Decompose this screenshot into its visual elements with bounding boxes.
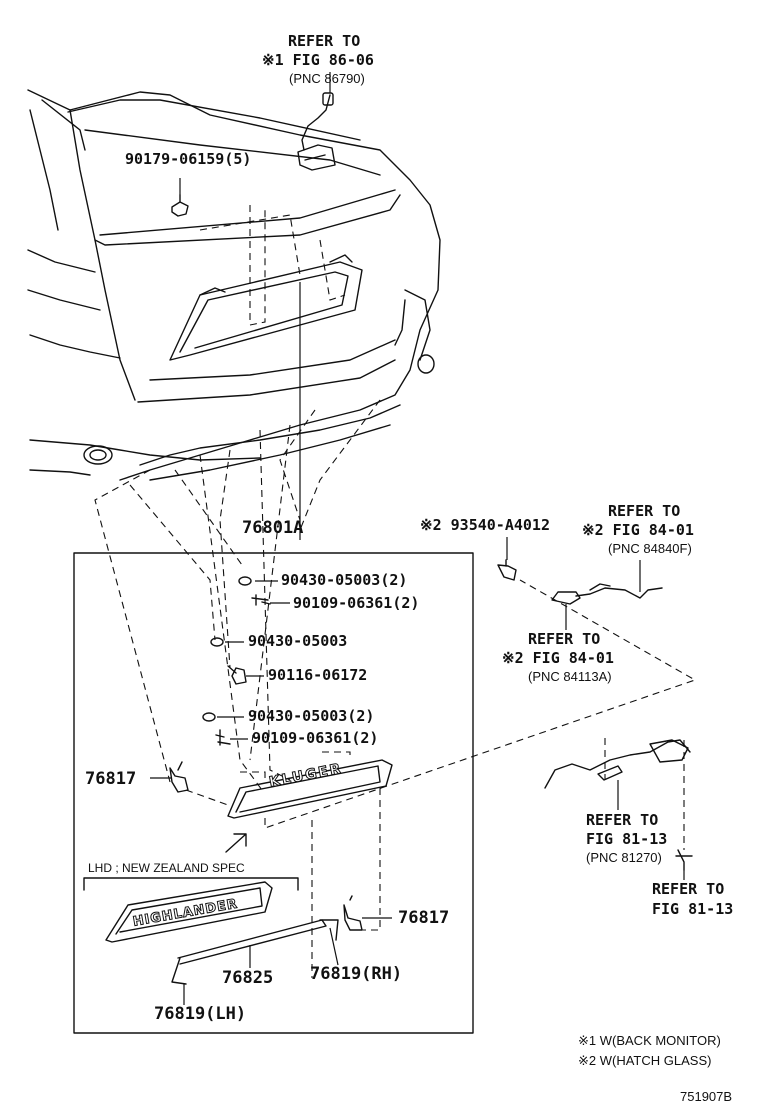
kluger-emblem-shape bbox=[227, 759, 393, 819]
part-90430-c-label: 90430-05003(2) bbox=[248, 707, 375, 725]
ref-top-pnc: (PNC 86790) bbox=[289, 71, 365, 86]
ref-right-bottom-line1: REFER TO bbox=[652, 880, 725, 898]
footnote-1: ※1 W(BACK MONITOR) bbox=[578, 1033, 721, 1048]
back-monitor-camera bbox=[297, 92, 336, 171]
ref-top-line2: ※1 FIG 86-06 bbox=[262, 51, 374, 69]
assembly-box bbox=[73, 552, 474, 1034]
part-90179-label: 90179-06159(5) bbox=[125, 150, 252, 168]
license-lamp-harness bbox=[544, 739, 693, 871]
clip-90179-icon bbox=[171, 194, 189, 217]
part-76819-lh-label: 76819(LH) bbox=[154, 1004, 247, 1024]
ref-top-line1: REFER TO bbox=[288, 32, 361, 50]
figure-id: 751907B bbox=[680, 1089, 733, 1104]
ref-right-mid-line1: REFER TO bbox=[528, 630, 601, 648]
lhd-spec-note: LHD ; NEW ZEALAND SPEC bbox=[88, 861, 245, 875]
license-plate-recess bbox=[169, 254, 363, 361]
ref-right-low-line1: REFER TO bbox=[586, 811, 659, 829]
vehicle-rear-outline bbox=[27, 89, 441, 481]
part-90109-a-label: 90109-06361(2) bbox=[293, 594, 420, 612]
ref-right-low-pnc: (PNC 81270) bbox=[586, 850, 662, 865]
part-76817-right-label: 76817 bbox=[398, 908, 450, 928]
ref-right-low-line2: FIG 81-13 bbox=[586, 830, 668, 848]
ref-right-mid-pnc: (PNC 84113A) bbox=[528, 669, 612, 684]
part-76825-label: 76825 bbox=[222, 968, 274, 988]
ref-right-mid-line2: ※2 FIG 84-01 bbox=[502, 649, 614, 667]
part-90109-b-label: 90109-06361(2) bbox=[252, 729, 379, 747]
hatch-glass-harness bbox=[497, 559, 663, 605]
molding-76825-shape bbox=[171, 919, 339, 985]
part-90430-a-label: 90430-05003(2) bbox=[281, 571, 408, 589]
small-parts bbox=[169, 576, 363, 931]
lhd-bracket bbox=[83, 877, 299, 891]
part-90116-label: 90116-06172 bbox=[268, 666, 368, 684]
footnote-2: ※2 W(HATCH GLASS) bbox=[578, 1053, 712, 1068]
part-93540-label: ※2 93540-A4012 bbox=[420, 516, 550, 534]
part-76801A-label: 76801A bbox=[242, 518, 304, 538]
part-76819-rh-label: 76819(RH) bbox=[310, 964, 403, 984]
highlander-emblem-shape bbox=[105, 881, 273, 943]
part-90430-b-label: 90430-05003 bbox=[248, 632, 348, 650]
direction-arrow bbox=[225, 833, 247, 853]
ref-right-bottom-line2: FIG 81-13 bbox=[652, 900, 734, 918]
part-76817-left-label: 76817 bbox=[85, 769, 137, 789]
ref-right-top-line2: ※2 FIG 84-01 bbox=[582, 521, 694, 539]
ref-right-top-line1: REFER TO bbox=[608, 502, 681, 520]
ref-right-top-pnc: (PNC 84840F) bbox=[608, 541, 692, 556]
